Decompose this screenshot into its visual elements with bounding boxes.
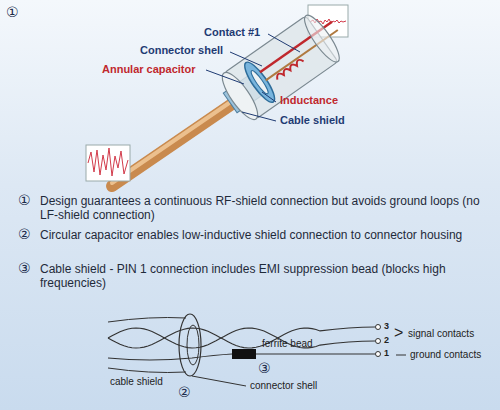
cable-shield-line	[108, 318, 186, 323]
waveform-box	[86, 145, 130, 181]
ground-wire	[256, 353, 375, 354]
signal-wire	[108, 328, 375, 348]
callout-number: ③	[258, 360, 271, 376]
note-text: Design guarantees a continuous RF-shield…	[40, 194, 480, 223]
cable-shield-line	[108, 368, 186, 373]
pin-number: 2	[384, 335, 389, 345]
leader-line	[192, 376, 246, 386]
note-text: Circular capacitor enables low-inductive…	[40, 228, 480, 242]
callout-number: ②	[18, 226, 31, 242]
pins	[376, 325, 381, 357]
callout-number: ①	[18, 192, 31, 208]
waveform	[88, 148, 128, 176]
signal-name: ground contacts	[410, 349, 481, 361]
part-label: ferrite bead	[262, 338, 313, 350]
ferrite-bead	[232, 349, 256, 359]
connector	[214, 5, 353, 125]
part-label: Inductance	[280, 94, 338, 107]
callout-number: ②	[178, 384, 191, 400]
pin-number: 1	[384, 348, 389, 358]
callout-number: ③	[18, 260, 31, 276]
part-label: Connector shell	[140, 44, 223, 57]
callout-number: ①	[6, 4, 19, 20]
inductance	[275, 58, 304, 80]
part-label: connector shell	[250, 380, 317, 392]
part-label: Annular capacitor	[102, 63, 196, 76]
signal-name: signal contacts	[408, 328, 474, 340]
pin-number: 3	[384, 321, 389, 331]
ground-wire	[108, 354, 232, 360]
part-label: cable shield	[110, 376, 163, 388]
signal-wire	[108, 327, 375, 348]
part-label: Cable shield	[280, 114, 345, 127]
annular-capacitor	[240, 59, 279, 106]
dash	[396, 355, 406, 356]
part-label: Contact #1	[204, 26, 260, 39]
note-text: Cable shield - PIN 1 connection includes…	[40, 262, 480, 291]
connector-shell-ring	[179, 314, 201, 376]
brace: >	[394, 324, 403, 342]
capacitor-ring	[187, 325, 199, 365]
